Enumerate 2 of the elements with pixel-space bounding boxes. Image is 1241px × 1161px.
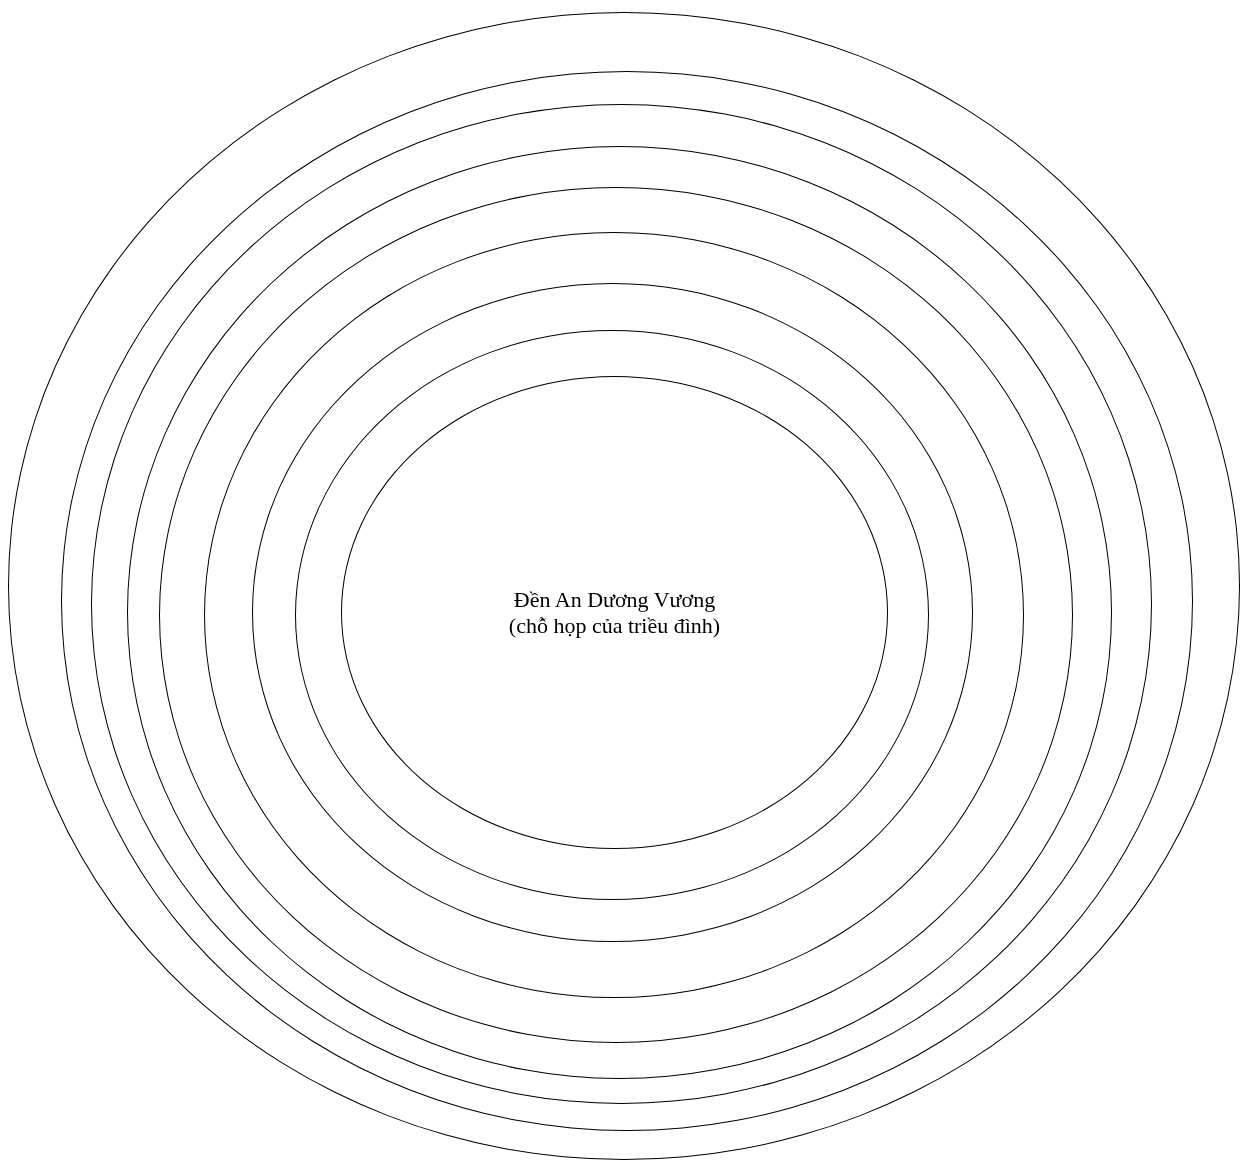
temple-subtitle: (chỗ họp của triều đình): [508, 612, 721, 639]
temple-title: Đền An Dương Vương: [513, 586, 716, 613]
